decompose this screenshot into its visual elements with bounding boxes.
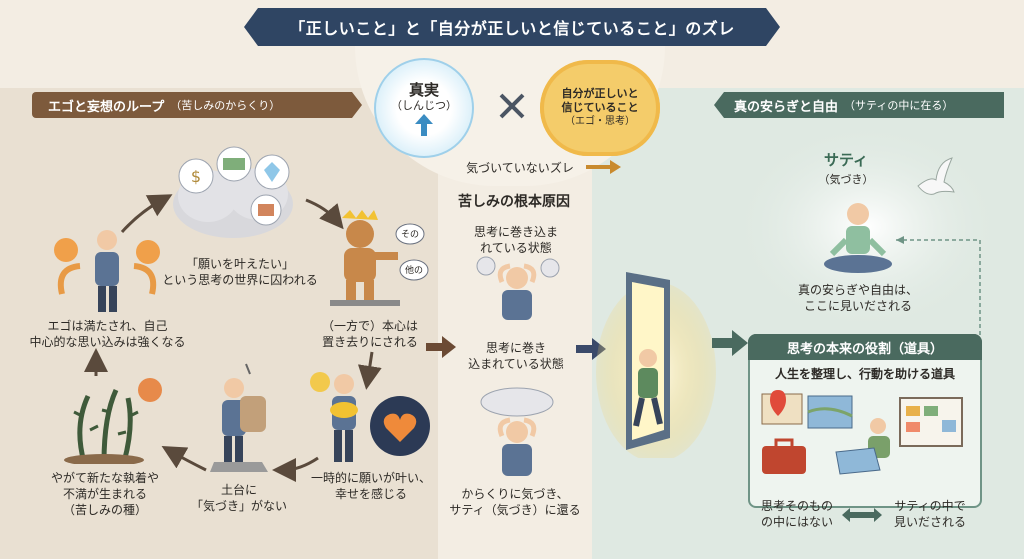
peace-line2: ここに見いだされる <box>803 299 912 313</box>
ego-person-icon <box>54 230 160 312</box>
found-in-sati-label: サティの中で 見いだされる <box>882 498 978 530</box>
ego-line2: 中心的な思い込みは強くなる <box>29 335 186 349</box>
double-arrow-icon <box>842 508 882 522</box>
not-in-thought-label: 思考そのもの の中にはない <box>752 498 842 530</box>
happy-line1: 一時的に願いが叶い、 <box>310 471 431 485</box>
title-banner: 「正しいこと」と「自分が正しいと信じていること」のズレ <box>244 8 780 46</box>
happy-person-icon <box>310 372 430 462</box>
state1-line1: 思考に巻き込ま <box>473 225 558 239</box>
truth-title: 真実 <box>408 81 439 99</box>
left-section-header: エゴと妄想のループ （苦しみのからくり） <box>32 92 362 118</box>
svg-text:$: $ <box>191 167 201 186</box>
gap-label: 気づいていないズレ <box>466 161 574 175</box>
gap-arrow-icon <box>586 160 621 174</box>
peace-line1: 真の安らぎや自由は、 <box>797 283 918 297</box>
state-2-label: 思考に巻き 込まれている状態 <box>456 340 576 372</box>
wish-line1: 「願いを叶えたい」 <box>185 257 294 271</box>
truth-reading: （しんじつ） <box>391 99 457 112</box>
base-line2: 「気づき」がない <box>190 499 287 513</box>
right-header-sub: （サティの中に在る） <box>844 99 954 112</box>
thought-role-desc: 人生を整理し、行動を助ける道具 <box>774 367 955 381</box>
glowing-door-icon <box>596 272 716 458</box>
not-in-line2: の中にはない <box>760 515 833 529</box>
door-to-role-arrow-icon <box>712 330 748 356</box>
found-line1: サティの中で <box>894 499 966 513</box>
thorn-plant-icon <box>64 378 162 464</box>
wish-label: 「願いを叶えたい」 という思考の世界に囚われる <box>150 256 330 288</box>
sati-title: サティ <box>823 151 869 169</box>
speech-bubble-2: 他の <box>404 266 423 276</box>
ego-line1: エゴは満たされ、自己 <box>47 319 168 333</box>
new-line3: （苦しみの種） <box>62 503 147 517</box>
not-in-line1: 思考そのもの <box>760 499 833 513</box>
new-line2: 不満が生まれる <box>62 487 147 501</box>
tools-illustration <box>761 390 963 475</box>
up-arrow-icon <box>415 114 433 136</box>
state3-line1: からくりに気づき、 <box>461 487 569 501</box>
sati-reading: （気づき） <box>818 173 874 186</box>
speech-bubble-1: その <box>400 230 419 240</box>
troubled-person-icon <box>476 256 560 320</box>
happy-line2: 幸せを感じる <box>334 487 407 501</box>
peace-label: 真の安らぎや自由は、 ここに見いだされる <box>780 282 936 314</box>
heart-line1: （一方で）本心は <box>321 319 418 333</box>
left-header-main: エゴと妄想のループ <box>48 99 165 115</box>
state-3-label: からくりに気づき、 サティ（気づき）に還る <box>440 486 590 518</box>
happy-label: 一時的に願いが叶い、 幸せを感じる <box>296 470 446 502</box>
loop-to-cause-arrow-icon <box>426 336 456 358</box>
heart-label: （一方で）本心は 置き去りにされる <box>310 318 430 350</box>
left-header-sub: （苦しみのからくり） <box>170 99 281 112</box>
root-cause-title: 苦しみの根本原因 <box>458 194 570 210</box>
belief-cloud: 自分が正しいと 信じていること （エゴ・思考） <box>540 60 660 156</box>
base-label: 土台に 「気づき」がない <box>184 482 294 514</box>
heart-line2: 置き去りにされる <box>322 335 418 349</box>
right-header-main: 真の安らぎと自由 <box>734 99 839 115</box>
base-line1: 土台に <box>220 483 257 497</box>
desire-cloud-icon: $ <box>173 146 293 238</box>
belief-line3: （エゴ・思考） <box>565 116 635 127</box>
ego-label: エゴは満たされ、自己 中心的な思い込みは強くなる <box>20 318 195 350</box>
person-stump-icon <box>210 363 268 472</box>
belief-line2: 信じていること <box>561 101 639 114</box>
found-line2: 見いだされる <box>893 515 966 529</box>
state-1-label: 思考に巻き込ま れている状態 <box>456 224 576 256</box>
ego-king-icon <box>330 210 429 306</box>
new-line1: やがて新たな執着や <box>50 471 159 485</box>
thought-role-title: 思考の本来の役割（道具） <box>748 334 982 360</box>
head-holding-person-icon <box>480 387 554 476</box>
belief-line1: 自分が正しいと <box>561 87 639 100</box>
cross-icon <box>499 93 525 119</box>
wish-line2: という思考の世界に囚われる <box>162 273 318 287</box>
new-suffering-label: やがて新たな執着や 不満が生まれる （苦しみの種） <box>40 470 170 518</box>
state2-line2: 込まれている状態 <box>468 357 564 371</box>
dove-icon <box>917 157 955 195</box>
state1-line2: れている状態 <box>480 241 552 255</box>
right-section-header: 真の安らぎと自由 （サティの中に在る） <box>714 92 1004 118</box>
state3-line2: サティ（気づき）に還る <box>449 503 581 517</box>
truth-bubble: 真実 （しんじつ） <box>374 58 474 158</box>
state2-line1: 思考に巻き <box>485 341 546 355</box>
meditating-person-icon <box>824 203 892 273</box>
